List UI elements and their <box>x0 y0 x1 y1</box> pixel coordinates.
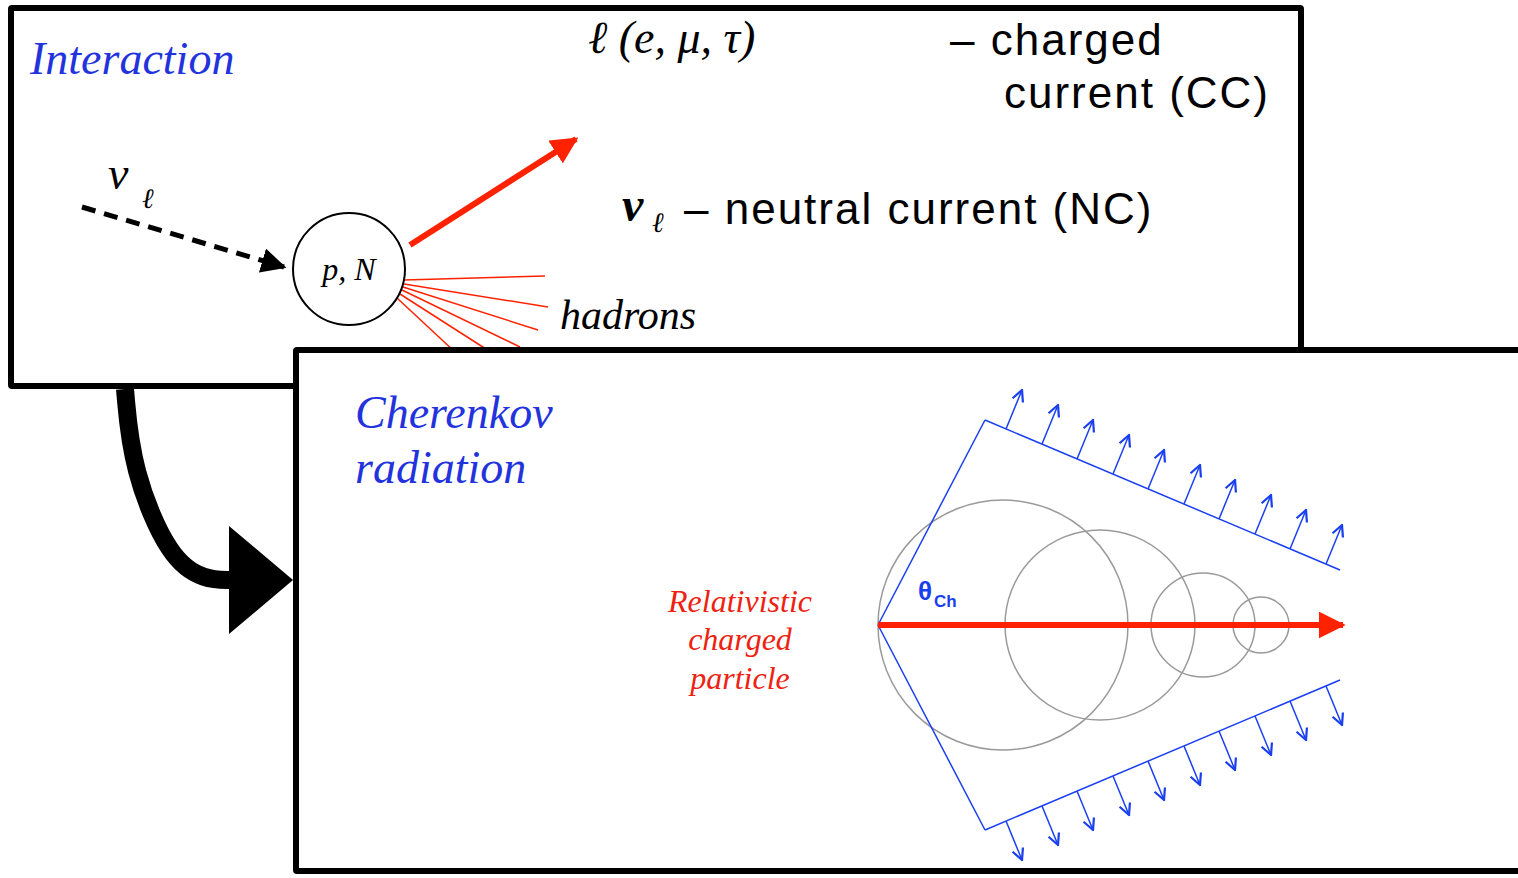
radial-line <box>878 625 985 830</box>
arrowhead <box>229 526 293 634</box>
photon-arrow <box>1290 701 1306 740</box>
photon-arrow <box>1255 716 1271 755</box>
flow-arrow-shaft <box>125 389 231 580</box>
nucleon-circle: p, N <box>292 212 406 326</box>
photon-arrow <box>1077 420 1093 459</box>
photon-arrow <box>1006 390 1022 429</box>
cone-lines <box>878 420 1340 830</box>
photon-arrow <box>1219 480 1235 519</box>
photon-arrow <box>1290 510 1306 549</box>
wavefront-circle <box>1005 530 1195 720</box>
flow-arrow <box>125 389 293 634</box>
particle-arrow <box>878 622 1343 628</box>
radial-line <box>878 420 985 625</box>
photon-arrow <box>1042 806 1058 845</box>
interaction-panel: Interaction p, N <box>8 5 1304 389</box>
photon-arrow <box>1184 746 1200 785</box>
photon-arrows <box>1006 390 1342 860</box>
lepton-arrow <box>410 139 576 245</box>
photon-arrow <box>1113 776 1129 815</box>
photon-arrow <box>1326 525 1342 564</box>
wavefront-circle <box>1233 597 1289 653</box>
photon-arrow <box>1148 450 1164 489</box>
panel-title: Interaction <box>30 31 1298 86</box>
particle-name: p, N <box>322 250 375 288</box>
hadron-line <box>404 284 548 307</box>
wavefront-circle <box>1151 573 1255 677</box>
wavefront-circle <box>878 500 1128 750</box>
photon-arrow <box>1326 686 1342 725</box>
photon-arrow <box>1148 761 1164 800</box>
wavefront-circles <box>878 500 1289 750</box>
photon-arrow <box>1113 435 1129 474</box>
hadron-line <box>402 290 520 347</box>
photon-arrow <box>1077 791 1093 830</box>
wavefront-line <box>985 680 1340 830</box>
neutrino-arrow <box>82 207 284 267</box>
photon-arrow <box>1255 495 1271 534</box>
hadron-line <box>403 287 538 330</box>
photon-arrow <box>1006 821 1022 860</box>
hadron-line <box>404 276 545 280</box>
panel-title: Cherenkov radiation <box>355 385 635 495</box>
photon-arrow <box>1219 731 1235 770</box>
wavefront-line <box>985 420 1340 570</box>
photon-arrow <box>1184 465 1200 504</box>
photon-arrow <box>1042 405 1058 444</box>
cherenkov-panel: Cherenkov radiation <box>293 347 1518 874</box>
